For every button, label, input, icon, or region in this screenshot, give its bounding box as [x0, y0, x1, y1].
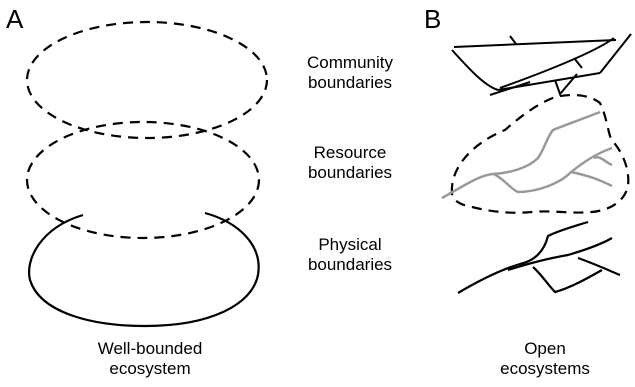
panel-a-label: A [6, 4, 24, 34]
panel-b-caption: Open ecosystems [470, 339, 620, 380]
panel-b-caption-line1: Open [524, 339, 566, 358]
panel-b-community-drawing [451, 33, 632, 96]
panel-b-label: B [424, 4, 442, 34]
panel-a-drawing [25, 20, 269, 328]
resource-boundary-dashed-ellipse [25, 120, 261, 240]
community-label-line1: Community [307, 53, 393, 72]
panel-a-caption-line2: ecosystem [109, 359, 191, 379]
panel-b-caption-line2: ecosystems [500, 359, 590, 379]
physical-label-line2: boundaries [307, 255, 393, 275]
community-boundaries-label: Community boundaries [280, 53, 420, 94]
community-boundary-dashed-ellipse [25, 20, 269, 140]
resource-label-line1: Resource [313, 143, 387, 162]
resource-dashed-blob [450, 93, 630, 214]
panel-a-caption-line1: Well-bounded [97, 339, 203, 358]
community-label-line2: boundaries [307, 73, 393, 93]
physical-label-line1: Physical [318, 235, 382, 254]
panel-a-caption: Well-bounded ecosystem [60, 339, 240, 380]
physical-boundary-solid-ellipse [28, 211, 260, 328]
panel-b-physical-drawing [457, 220, 621, 294]
resource-boundaries-label: Resource boundaries [280, 143, 420, 184]
resource-label-line2: boundaries [307, 163, 393, 183]
panel-b-resource-drawing [441, 93, 630, 214]
river-network [441, 110, 613, 200]
physical-boundaries-label: Physical boundaries [280, 235, 420, 276]
